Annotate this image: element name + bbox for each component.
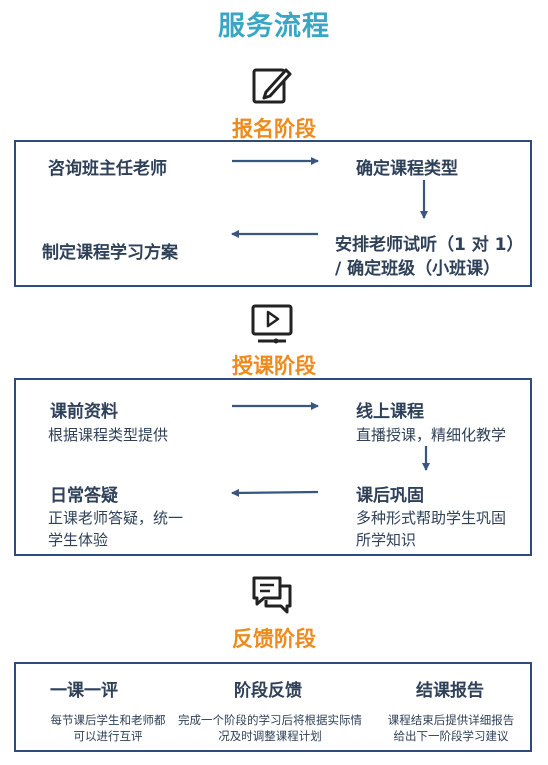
step-stage-feedback: 阶段反馈 xyxy=(234,681,302,701)
video-play-icon xyxy=(250,302,294,346)
step-online-course: 线上课程 xyxy=(356,402,424,422)
step-qa-desc-2: 学生体验 xyxy=(48,531,109,549)
stage-box-teaching xyxy=(14,378,532,556)
step-consult-teacher: 咨询班主任老师 xyxy=(48,159,167,179)
step-confirm-class: / 确定班级（小班课） xyxy=(335,259,501,279)
edit-icon xyxy=(250,64,294,108)
stage-title-signup: 报名阶段 xyxy=(232,117,316,141)
step-review: 课后巩固 xyxy=(356,486,424,506)
step-stage-feedback-desc: 完成一个阶段的学习后将根据实际情 xyxy=(178,713,362,727)
stage-title-teaching: 授课阶段 xyxy=(232,354,316,378)
step-final-report-desc: 课程结束后提供详细报告 xyxy=(387,713,515,727)
step-per-lesson-review: 一课一评 xyxy=(50,681,118,701)
chat-bubbles-icon xyxy=(250,574,294,618)
step-final-report-desc-2: 给出下一阶段学习建议 xyxy=(393,729,509,743)
step-per-lesson-desc: 每节课后学生和老师都 xyxy=(50,713,166,727)
step-course-type: 确定课程类型 xyxy=(356,159,458,179)
arrow-review-to-qa xyxy=(231,488,319,497)
step-stage-feedback-desc-2: 况及时调整课程计划 xyxy=(218,729,322,743)
step-daily-qa: 日常答疑 xyxy=(50,486,118,506)
stage-title-feedback: 反馈阶段 xyxy=(232,627,316,651)
step-preclass-desc: 根据课程类型提供 xyxy=(48,426,169,444)
stage-box-feedback xyxy=(14,662,532,752)
step-online-desc: 直播授课，精细化教学 xyxy=(356,426,507,444)
step-review-desc: 多种形式帮助学生巩固 xyxy=(356,509,507,527)
step-trial-lesson: 安排老师试听（1 对 1） xyxy=(335,235,524,255)
step-final-report: 结课报告 xyxy=(416,681,484,701)
step-review-desc-2: 所学知识 xyxy=(356,531,417,549)
step-preclass-materials: 课前资料 xyxy=(50,402,118,422)
stage-box-signup xyxy=(14,140,532,287)
step-qa-desc: 正课老师答疑，统一 xyxy=(48,509,184,527)
step-study-plan: 制定课程学习方案 xyxy=(42,243,178,263)
page-title: 服务流程 xyxy=(218,11,330,42)
step-per-lesson-desc-2: 可以进行互评 xyxy=(73,729,143,743)
